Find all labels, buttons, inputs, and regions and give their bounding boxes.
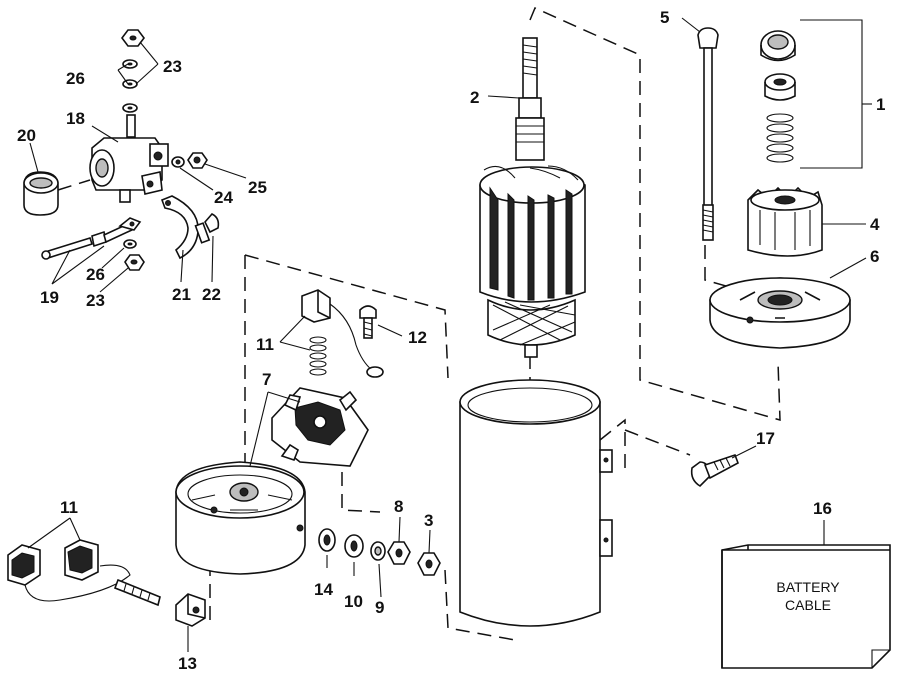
armature [479, 37, 586, 358]
brush-lead-assembly-lower [7, 539, 161, 607]
brush-screw [359, 305, 377, 339]
anti-drift-spring [766, 113, 794, 163]
callout-14: 14 [314, 580, 333, 599]
callout-20: 20 [17, 126, 36, 145]
callout-11-lower: 11 [60, 498, 78, 517]
callout-7: 7 [262, 370, 271, 389]
callout-6: 6 [870, 247, 879, 266]
callout-12: 12 [408, 328, 427, 347]
pinion-collar [764, 73, 796, 101]
callout-10: 10 [344, 592, 363, 611]
mounting-screw [690, 453, 739, 488]
callout-16: 16 [813, 499, 832, 518]
strap-screw-22 [194, 213, 220, 244]
callout-5: 5 [660, 8, 669, 27]
solenoid-boot-20 [23, 171, 59, 216]
nut-23-lower [124, 254, 145, 271]
washer-10 [344, 534, 364, 558]
callout-22: 22 [202, 285, 221, 304]
washer-26-upper-c [122, 103, 138, 113]
callout-8: 8 [394, 497, 403, 516]
field-frame-housing [459, 379, 613, 627]
callout-4: 4 [870, 215, 880, 234]
nut-25 [187, 152, 208, 169]
solenoid-strap-21 [160, 195, 199, 260]
callout-17: 17 [756, 429, 775, 448]
callout-23-lower: 23 [86, 291, 105, 310]
callout-26-lower: 26 [86, 265, 105, 284]
callout-9: 9 [375, 598, 384, 617]
brush-and-spring-upper [301, 289, 384, 378]
callout-24: 24 [214, 188, 233, 207]
solenoid-leads-19 [41, 217, 142, 260]
callout-1: 1 [876, 95, 885, 114]
callout-21: 21 [172, 285, 191, 304]
nut-8 [387, 541, 411, 565]
battery-cable-box: BATTERY CABLE [721, 544, 891, 669]
washer-26-lower [123, 239, 137, 249]
terminal-bracket [175, 593, 206, 627]
pinion-nut [760, 30, 796, 62]
callout-3: 3 [424, 511, 433, 530]
washer-14 [318, 528, 336, 552]
callout-13: 13 [178, 654, 197, 673]
lockwasher-9 [370, 541, 386, 561]
bracket-1 [800, 19, 863, 169]
solenoid [89, 114, 169, 203]
callout-23-top: 23 [163, 57, 182, 76]
thru-bolt [697, 27, 719, 241]
drive-pinion-gear [747, 186, 823, 257]
callout-25: 25 [248, 178, 267, 197]
callout-19: 19 [40, 288, 59, 307]
nut-23-top [121, 29, 145, 47]
callout-18: 18 [66, 109, 85, 128]
nut-3 [417, 552, 441, 576]
callout-11-upper: 11 [256, 335, 274, 354]
lockwasher-24 [171, 156, 185, 168]
commutator-end-cap [175, 461, 306, 575]
battery-cable-label-line1: BATTERY [776, 579, 840, 595]
callout-labels: 1 2 3 4 5 6 7 8 9 10 11 11 12 13 14 16 1… [17, 8, 885, 673]
battery-cable-label-line2: CABLE [785, 597, 831, 613]
callout-26-upper: 26 [66, 69, 85, 88]
washer-26-upper-a [122, 59, 138, 69]
callout-2: 2 [470, 88, 479, 107]
washer-26-upper-b [122, 79, 138, 89]
drive-end-cap [709, 277, 851, 349]
brush-holder-plate [271, 387, 369, 467]
